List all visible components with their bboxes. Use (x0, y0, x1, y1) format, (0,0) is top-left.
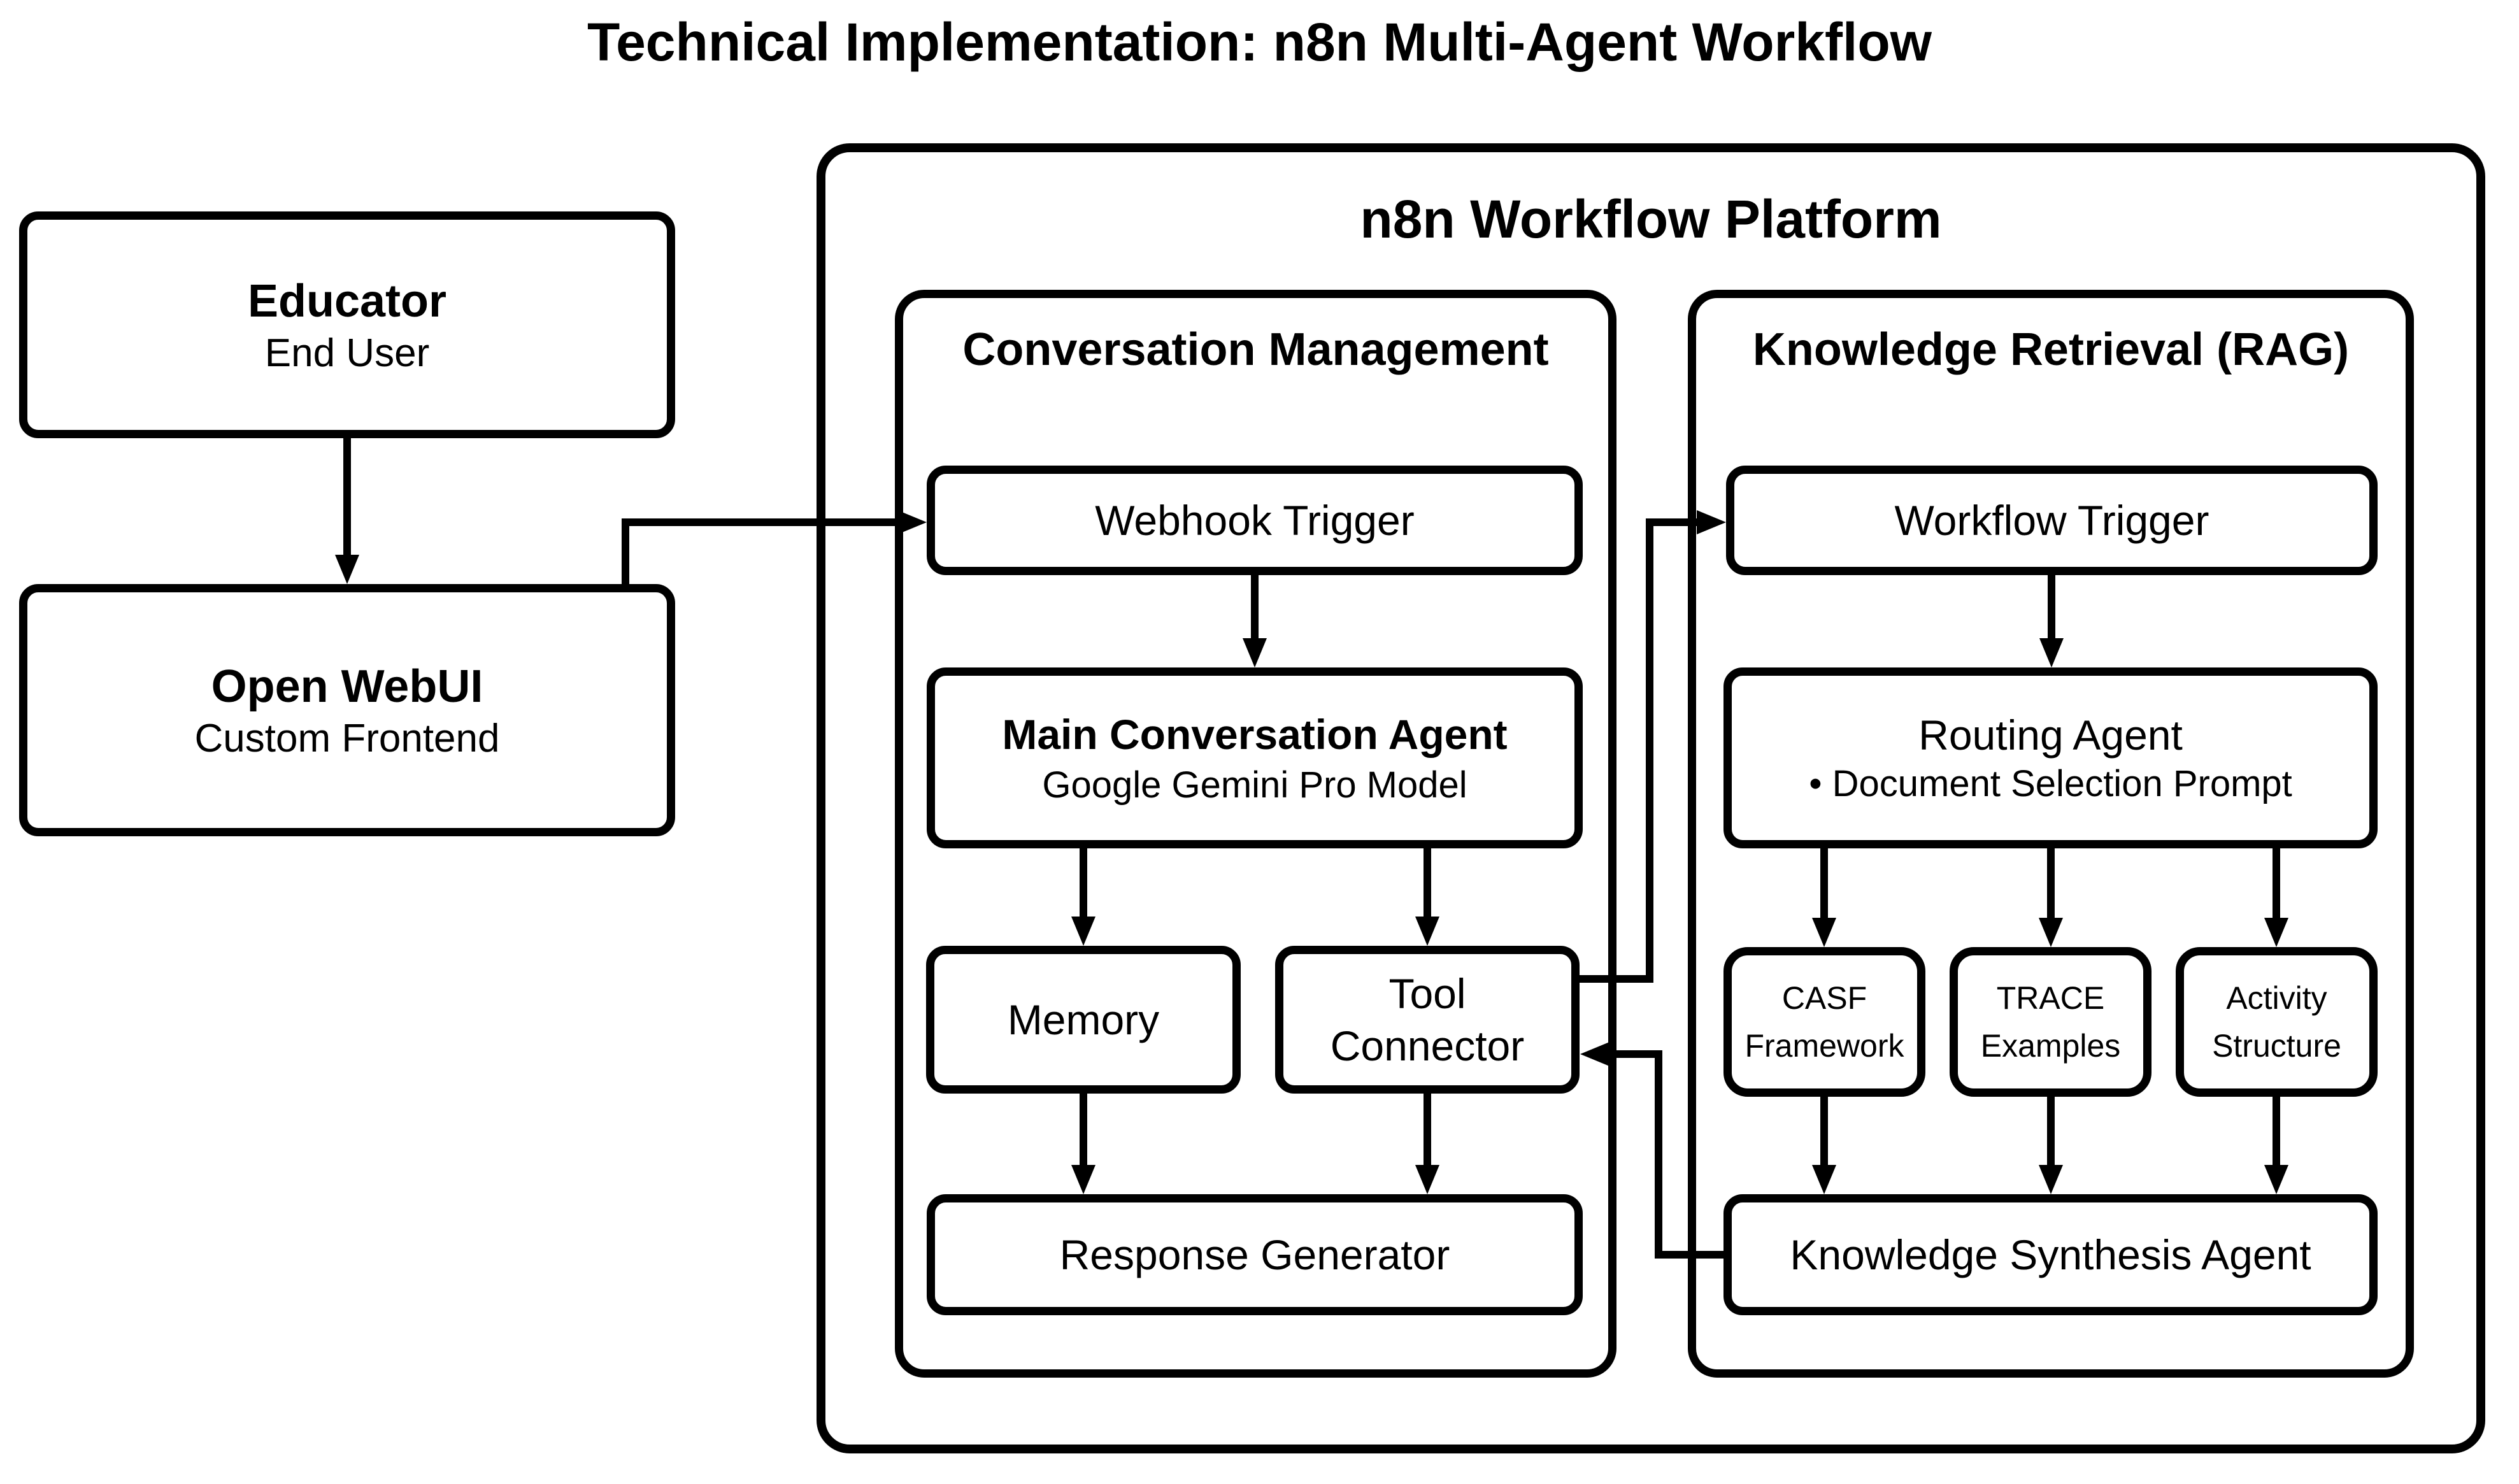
workflow-trigger-label: Workflow Trigger (1894, 496, 2209, 544)
conversation-management-panel (895, 290, 1616, 1378)
tool-connector-label: Tool Connector (1330, 969, 1525, 1070)
connector-educator-to-openwebui (343, 438, 351, 558)
arrowhead-into-workflow-trigger (1697, 510, 1726, 534)
webhook-trigger-node: Webhook Trigger (927, 466, 1583, 575)
connector-routing-to-casf (1820, 848, 1828, 921)
connector-synthesis-up (1655, 1050, 1662, 1259)
knowledge-synthesis-agent-label: Knowledge Synthesis Agent (1790, 1231, 2311, 1278)
connector-activity-to-synthesis (2273, 1097, 2280, 1168)
connector-synthesis-out-left (1655, 1251, 1725, 1259)
arrowhead-tool-into-response (1415, 1165, 1439, 1194)
arrowhead-casf-into-synthesis (1812, 1165, 1836, 1194)
connector-tool-up (1646, 518, 1653, 983)
arrowhead-into-webhook-trigger (897, 510, 927, 534)
connector-openwebui-up (622, 518, 629, 584)
connector-tool-to-response (1424, 1094, 1431, 1168)
tool-connector-node: Tool Connector (1275, 946, 1580, 1094)
connector-tool-to-workflow (1646, 518, 1701, 526)
workflow-trigger-node: Workflow Trigger (1726, 466, 2378, 575)
arrowhead-into-tool-connector (1415, 917, 1439, 946)
connector-casf-to-synthesis (1820, 1097, 1828, 1168)
n8n-platform-title: n8n Workflow Platform (1360, 189, 1942, 249)
webhook-trigger-label: Webhook Trigger (1095, 496, 1415, 544)
educator-subtitle: End User (264, 331, 430, 375)
connector-memory-to-response (1080, 1094, 1087, 1168)
memory-node: Memory (926, 946, 1241, 1094)
trace-examples-node: TRACE Examples (1950, 947, 2151, 1097)
routing-agent-title: Routing Agent (1918, 711, 2183, 759)
knowledge-synthesis-agent-node: Knowledge Synthesis Agent (1723, 1194, 2378, 1315)
arrowhead-memory-into-response (1071, 1165, 1095, 1194)
connector-openwebui-to-webhook (622, 518, 902, 526)
knowledge-retrieval-title: Knowledge Retrieval (RAG) (1752, 324, 2350, 375)
knowledge-retrieval-panel (1688, 290, 2414, 1378)
routing-agent-node: Routing Agent • Document Selection Promp… (1723, 667, 2378, 848)
arrowhead-into-routing-agent (2039, 638, 2064, 667)
arrowhead-back-into-tool-connector (1580, 1042, 1609, 1066)
arrowhead-into-main-agent (1243, 638, 1267, 667)
conversation-management-title: Conversation Management (962, 324, 1549, 375)
main-conversation-agent-title: Main Conversation Agent (1002, 710, 1508, 758)
main-conversation-agent-node: Main Conversation Agent Google Gemini Pr… (927, 667, 1583, 848)
connector-tool-out-right (1580, 975, 1653, 983)
casf-framework-node: CASF Framework (1723, 947, 1925, 1097)
arrowhead-into-activity (2264, 918, 2288, 947)
arrowhead-into-trace (2039, 918, 2063, 947)
main-conversation-agent-subtitle: Google Gemini Pro Model (1042, 764, 1467, 806)
connector-workflow-to-routing (2048, 575, 2055, 641)
trace-examples-label: TRACE Examples (1980, 980, 2121, 1064)
casf-framework-label: CASF Framework (1745, 980, 1904, 1064)
arrowhead-activity-into-synthesis (2264, 1165, 2288, 1194)
response-generator-label: Response Generator (1059, 1231, 1450, 1278)
connector-synthesis-to-tool (1609, 1050, 1662, 1058)
arrowhead-into-memory (1071, 917, 1095, 946)
memory-label: Memory (1007, 995, 1160, 1043)
connector-trace-to-synthesis (2047, 1097, 2055, 1168)
arrowhead-educator-to-openwebui (335, 555, 359, 584)
activity-structure-label: Activity Structure (2212, 980, 2341, 1064)
arrowhead-trace-into-synthesis (2039, 1165, 2063, 1194)
connector-routing-to-activity (2273, 848, 2280, 921)
open-webui-subtitle: Custom Frontend (194, 716, 500, 760)
activity-structure-node: Activity Structure (2176, 947, 2378, 1097)
connector-main-agent-to-tool (1424, 848, 1431, 920)
routing-agent-subtitle: • Document Selection Prompt (1809, 763, 2292, 804)
arrowhead-into-casf (1812, 918, 1836, 947)
connector-webhook-to-main-agent (1251, 575, 1259, 641)
connector-routing-to-trace (2047, 848, 2055, 921)
educator-box: Educator End User (19, 211, 675, 438)
educator-title: Educator (247, 275, 447, 327)
open-webui-box: Open WebUI Custom Frontend (19, 584, 675, 836)
connector-main-agent-to-memory (1080, 848, 1087, 920)
page-title: Technical Implementation: n8n Multi-Agen… (587, 12, 1932, 72)
response-generator-node: Response Generator (927, 1194, 1583, 1315)
open-webui-title: Open WebUI (211, 660, 483, 712)
